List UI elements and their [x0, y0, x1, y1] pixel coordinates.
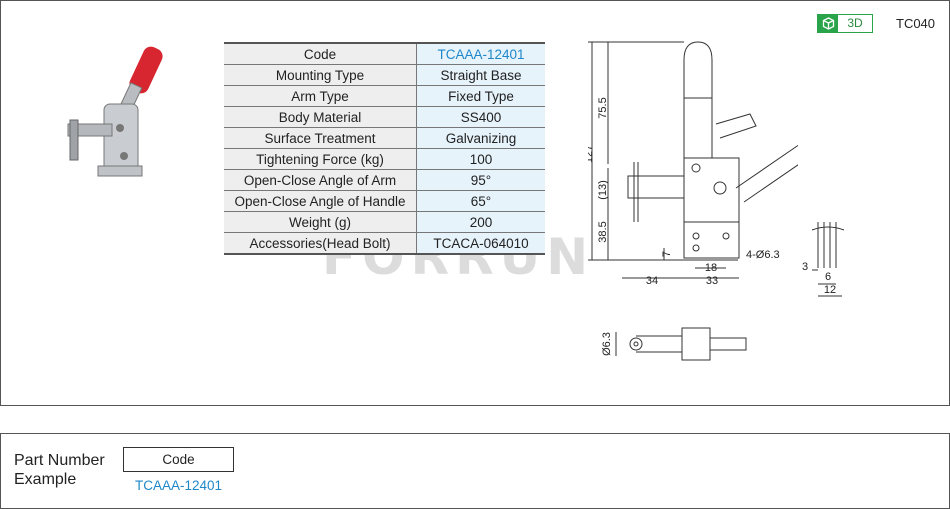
part-number-title-line2: Example	[14, 471, 77, 488]
table-row: Body Material SS400	[224, 106, 545, 128]
part-number-code-box: Code	[123, 447, 234, 472]
dim-detail-c: 12	[824, 284, 836, 296]
spec-label: Arm Type	[224, 85, 417, 107]
spec-label: Code	[224, 42, 417, 65]
detail-view-drawing: 3 6 12	[802, 222, 845, 297]
spec-label: Body Material	[224, 106, 417, 128]
cube-icon	[818, 15, 838, 32]
dim-holes: 4-Ø6.3	[746, 249, 780, 261]
dim-detail-a: 3	[802, 261, 808, 273]
dim-lower: 38.5	[597, 221, 609, 242]
part-number-example-link[interactable]: TCAAA-12401	[134, 478, 223, 493]
3d-view-button[interactable]: 3D	[817, 14, 873, 33]
side-view-drawing: 127 75.5 (13) 38.5 7 34 33 18 4-Ø6.3	[588, 41, 798, 287]
product-photo	[58, 44, 168, 189]
spec-value: TCACA-064010	[416, 232, 545, 255]
dim-total-height: 127	[588, 145, 595, 163]
dim-left-width: 34	[646, 275, 658, 287]
table-row: Arm Type Fixed Type	[224, 85, 545, 107]
code-link[interactable]: TCAAA-12401	[416, 42, 545, 65]
table-row: Surface Treatment Galvanizing	[224, 127, 545, 149]
spec-label: Surface Treatment	[224, 127, 417, 149]
table-row: Accessories(Head Bolt) TCACA-064010	[224, 232, 545, 255]
dim-upper: 75.5	[597, 97, 609, 118]
spec-value: 95°	[416, 169, 545, 191]
table-row: Code TCAAA-12401	[224, 42, 545, 65]
part-number-title: Part Number Example	[14, 451, 105, 489]
dim-right-width: 33	[706, 275, 718, 287]
spec-label: Open-Close Angle of Arm	[224, 169, 417, 191]
3d-label: 3D	[847, 16, 863, 30]
spec-label: Open-Close Angle of Handle	[224, 190, 417, 212]
spec-value: Fixed Type	[416, 85, 545, 107]
spec-value: 65°	[416, 190, 545, 212]
part-number-title-line1: Part Number	[14, 452, 105, 469]
dim-hole-pitch: 18	[705, 262, 717, 274]
spec-value: SS400	[416, 106, 545, 128]
table-row: Weight (g) 200	[224, 211, 545, 233]
dim-top-diameter: Ø6.3	[601, 332, 613, 356]
dim-mid: (13)	[597, 180, 609, 200]
table-row: Mounting Type Straight Base	[224, 64, 545, 86]
spec-value: 100	[416, 148, 545, 170]
spec-label: Mounting Type	[224, 64, 417, 86]
dim-base-gap: 7	[661, 251, 673, 257]
spec-value: Straight Base	[416, 64, 545, 86]
spec-value: 200	[416, 211, 545, 233]
table-row: Tightening Force (kg) 100	[224, 148, 545, 170]
dimension-labels: 127 75.5 (13) 38.5 7 34 33 18 4-Ø6.3	[588, 97, 780, 287]
spec-value: Galvanizing	[416, 127, 545, 149]
spec-label: Weight (g)	[224, 211, 417, 233]
series-code: TC040	[896, 16, 936, 31]
spec-table: Code TCAAA-12401 Mounting Type Straight …	[224, 42, 545, 255]
spec-label: Accessories(Head Bolt)	[224, 232, 417, 255]
table-row: Open-Close Angle of Arm 95°	[224, 169, 545, 191]
spec-label: Tightening Force (kg)	[224, 148, 417, 170]
table-row: Open-Close Angle of Handle 65°	[224, 190, 545, 212]
dim-detail-b: 6	[825, 271, 831, 283]
top-view-drawing: Ø6.3	[601, 327, 747, 361]
